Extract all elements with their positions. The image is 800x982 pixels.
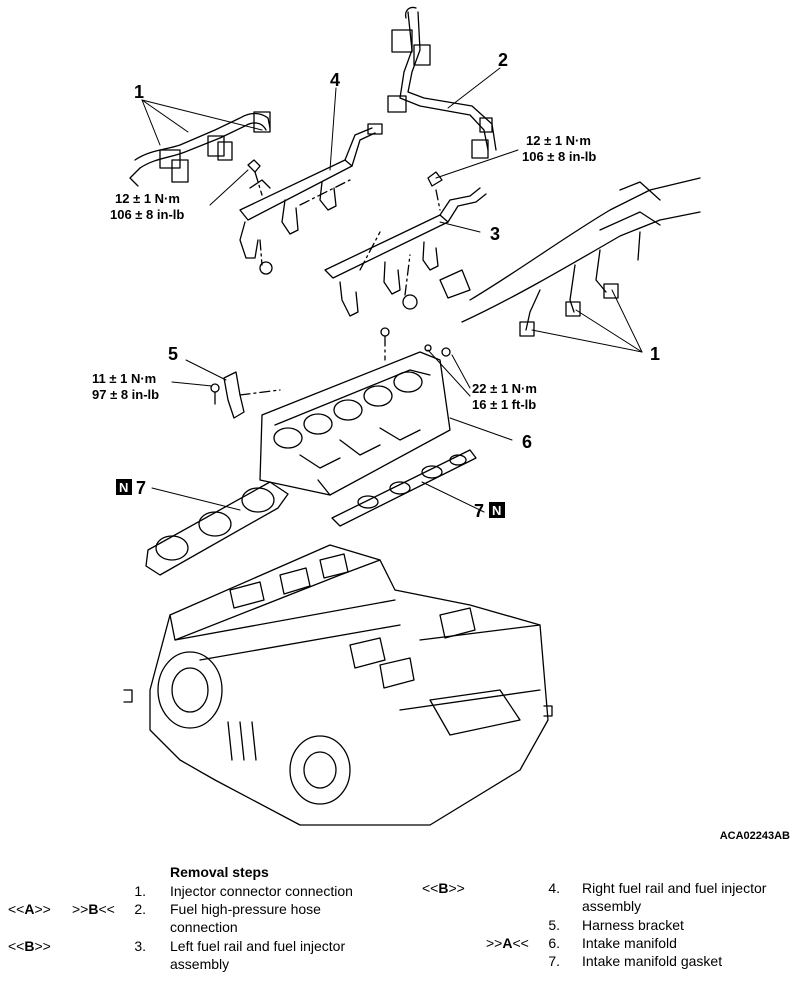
step-number: 3. <box>134 938 146 954</box>
step-marker: >>A<< <box>486 935 529 951</box>
step-row-4: <<B>> 4. Right fuel rail and fuel inject… <box>400 879 800 897</box>
step-text-cont: assembly <box>170 956 230 972</box>
callout-7-right: 7 <box>474 501 484 521</box>
step-row-2-cont: connection <box>0 918 400 936</box>
step-number: 5. <box>548 917 560 933</box>
figure-code: ACA02243AB <box>719 830 790 842</box>
torque-left-inlb: 106 ± 8 in-lb <box>110 207 184 222</box>
callout-1-right: 1 <box>650 344 660 364</box>
step-row-6: >>A<< 6. Intake manifold <box>400 934 800 952</box>
torque-bracket-nm: 11 ± 1 N·m <box>92 371 156 386</box>
torque-right-inlb: 106 ± 8 in-lb <box>522 149 596 164</box>
leader-lines <box>141 67 643 513</box>
step-text-cont: connection <box>170 919 238 935</box>
step-marker: <<B>> <box>8 938 51 954</box>
step-text: Right fuel rail and fuel injector <box>582 880 767 896</box>
removal-steps-title: Removal steps <box>170 864 269 880</box>
step-row-5: 5. Harness bracket <box>400 916 800 934</box>
exploded-view-diagram: 1 4 2 3 5 6 1 N 7 7 N 12 ± 1 N·m 106 ± 8… <box>92 6 701 826</box>
torque-left-nm: 12 ± 1 N·m <box>115 191 180 206</box>
step-text: Intake manifold <box>582 935 677 951</box>
callout-2: 2 <box>498 50 508 70</box>
gasket-left <box>145 481 289 576</box>
step-row-4-cont: assembly <box>400 897 800 915</box>
step-number: 1. <box>134 883 146 899</box>
step-number: 4. <box>548 880 560 896</box>
n-badge-right <box>489 502 505 518</box>
fuel-high-pressure-hose <box>387 6 497 159</box>
step-marker: <<A>> <box>8 901 51 917</box>
step-row-3-cont: assembly <box>0 955 400 973</box>
torque-bracket-inlb: 97 ± 8 in-lb <box>92 387 159 402</box>
step-number: 6. <box>548 935 560 951</box>
gasket-right <box>331 449 477 527</box>
n-badge-left <box>116 479 132 495</box>
engine-block <box>123 544 553 826</box>
callout-6: 6 <box>522 432 532 452</box>
injector-harness-right <box>439 177 701 337</box>
torque-right-nm: 12 ± 1 N·m <box>526 133 591 148</box>
step-row-1: 1. Injector connector connection <box>0 882 400 900</box>
step-number: 7. <box>548 953 560 969</box>
step-text: Fuel high-pressure hose <box>170 901 321 917</box>
step-number: 2. <box>134 901 146 917</box>
removal-steps: Removal steps 1. Injector connector conn… <box>0 862 800 982</box>
step-marker: >>B<< <box>72 901 115 917</box>
step-row-3: <<B>> 3. Left fuel rail and fuel injecto… <box>0 937 400 955</box>
torque-manifold-nm: 22 ± 1 N·m <box>472 381 537 396</box>
left-fuel-rail-assembly <box>324 171 487 317</box>
step-text: Harness bracket <box>582 917 684 933</box>
step-text: Left fuel rail and fuel injector <box>170 938 346 954</box>
callout-1-top: 1 <box>134 82 144 102</box>
torque-manifold-ftlb: 16 ± 1 ft-lb <box>472 397 536 412</box>
callout-5: 5 <box>168 344 178 364</box>
step-row-2: <<A>> >>B<< 2. Fuel high-pressure hose <box>0 900 400 918</box>
injector-harness-left <box>129 111 271 187</box>
intake-manifold <box>259 327 451 496</box>
step-row-7: 7. Intake manifold gasket <box>400 952 800 970</box>
n-badge-right-text: N <box>492 503 501 518</box>
callout-3: 3 <box>490 224 500 244</box>
step-text-cont: assembly <box>582 898 642 914</box>
step-text: Intake manifold gasket <box>582 953 723 969</box>
callout-4: 4 <box>330 70 340 90</box>
right-fuel-rail-assembly <box>239 123 383 275</box>
callout-7-left: 7 <box>136 478 146 498</box>
step-marker: <<B>> <box>422 880 465 896</box>
n-badge-left-text: N <box>119 480 128 495</box>
step-text: Injector connector connection <box>170 883 353 899</box>
harness-bracket <box>210 371 281 419</box>
